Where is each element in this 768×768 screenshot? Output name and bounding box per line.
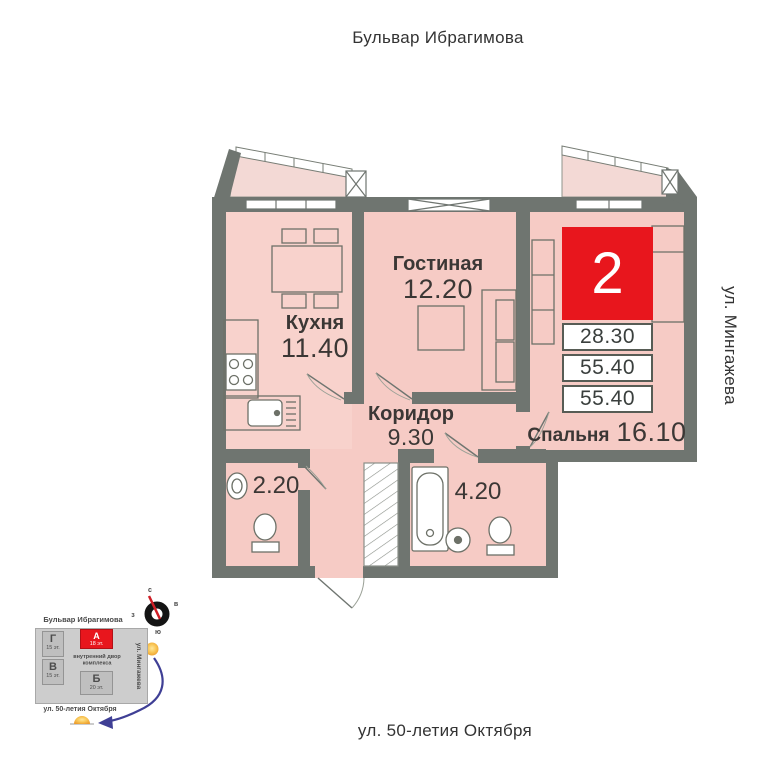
minimap-street-right: ул. Мингажева: [135, 642, 142, 690]
bedroom-area: 16.10: [616, 417, 687, 447]
rooms-count-badge: 2: [562, 227, 653, 320]
kitchen-furniture: [223, 228, 343, 431]
bathroom-area: 4.20: [454, 478, 502, 505]
block-b-floors: 20 эт.: [89, 685, 104, 691]
courtyard-line2: комплекса: [82, 661, 112, 667]
wc-area: 2.20: [252, 472, 300, 499]
living-furniture: [417, 289, 517, 391]
block-g-letter: Г: [49, 633, 57, 645]
bedroom-name: Спальня: [527, 425, 610, 446]
kitchen-label: Кухня 11.40: [255, 312, 375, 363]
minimap-block-a: А 18 эт.: [80, 629, 113, 649]
compass-n: с: [148, 587, 152, 594]
arrow-head: [98, 716, 113, 729]
location-minimap: Бульвар Ибрагимова Г 15 эт. В 15 эт. А 1…: [18, 583, 206, 743]
compass-e: в: [173, 601, 179, 608]
stat-living-area: 28.30: [562, 323, 653, 351]
street-label-top: Бульвар Ибрагимова: [352, 28, 524, 47]
stat-area: 55.40: [562, 354, 653, 382]
corridor-area: 9.30: [387, 424, 435, 450]
sun-icon: [145, 642, 159, 656]
bedroom-label: Спальня 16.10: [527, 417, 687, 448]
wardrobe-niche: [363, 462, 399, 567]
living-label: Гостиная 12.20: [378, 253, 498, 304]
corridor-name: Коридор: [367, 403, 455, 425]
stats-column: 28.30 55.40 55.40: [562, 323, 653, 416]
kitchen-balcony: [229, 146, 353, 198]
wc-fixtures: [226, 472, 280, 553]
living-name: Гостиная: [392, 253, 484, 275]
block-a-letter: А: [93, 631, 100, 641]
block-g-floors: 15 эт.: [46, 645, 60, 651]
street-label-right: ул. Мингажева: [721, 286, 740, 405]
minimap-street-top: Бульвар Ибрагимова: [43, 615, 123, 624]
interior-doors: [301, 372, 550, 490]
minimap-block-v: В 15 эт.: [42, 659, 64, 685]
compass-ring: [144, 601, 170, 627]
minimap-street-bottom: ул. 50-летия Октября: [43, 706, 117, 713]
bathroom-fixtures: [411, 466, 515, 556]
street-label-bottom: ул. 50-летия Октября: [357, 721, 533, 740]
kitchen-name: Кухня: [285, 312, 345, 334]
minimap-courtyard-label: внутренний двор комплекса: [68, 655, 127, 668]
minimap-graphics: [70, 595, 170, 729]
block-b-letter: Б: [92, 673, 101, 685]
compass-s: ю: [155, 629, 161, 636]
windows: [245, 169, 679, 212]
sun-path-arrow: [109, 657, 164, 723]
rooms-count: 2: [591, 241, 624, 306]
bedroom-balcony: [561, 145, 669, 198]
compass-w: з: [131, 612, 135, 619]
sunset-icon: [74, 716, 90, 724]
compass-needle: [147, 595, 162, 620]
kitchen-area: 11.40: [280, 333, 350, 363]
stat-total-area: 55.40: [562, 385, 653, 413]
minimap-block-g: Г 15 эт.: [42, 631, 64, 657]
block-v-letter: В: [49, 661, 57, 673]
block-v-floors: 15 эт.: [46, 673, 60, 679]
courtyard-line1: внутренний двор: [73, 654, 121, 661]
block-a-floors: 18 эт.: [89, 641, 104, 647]
living-area: 12.20: [402, 274, 474, 304]
minimap-block-b: Б 20 эт.: [80, 671, 113, 695]
entry-door: [315, 566, 365, 609]
corridor-label: Коридор 9.30: [351, 403, 471, 450]
